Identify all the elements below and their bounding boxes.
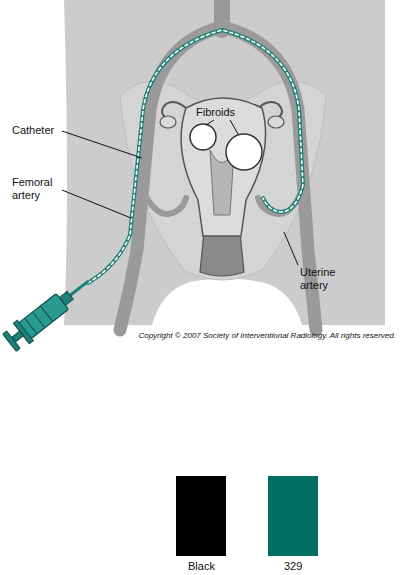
part-label: Fibroids <box>196 106 256 119</box>
syringe <box>2 271 97 353</box>
body-silhouette <box>64 0 385 325</box>
legend-text: Black <box>188 560 215 573</box>
copyright-note: Copyright © 2007 Society of Intervention… <box>138 331 396 341</box>
arteries <box>120 0 316 330</box>
color-swatch <box>268 476 318 556</box>
legend-text: 329 <box>284 560 302 573</box>
part-label: Catheter <box>12 124 60 137</box>
leader-lines <box>62 120 298 265</box>
uterus <box>160 98 284 276</box>
fibroid <box>190 124 216 150</box>
part-label: Femoral artery <box>12 176 60 202</box>
fibroid <box>226 134 262 170</box>
part-label: Uterine artery <box>300 266 350 292</box>
color-swatch <box>176 476 226 556</box>
catheter <box>88 30 303 283</box>
